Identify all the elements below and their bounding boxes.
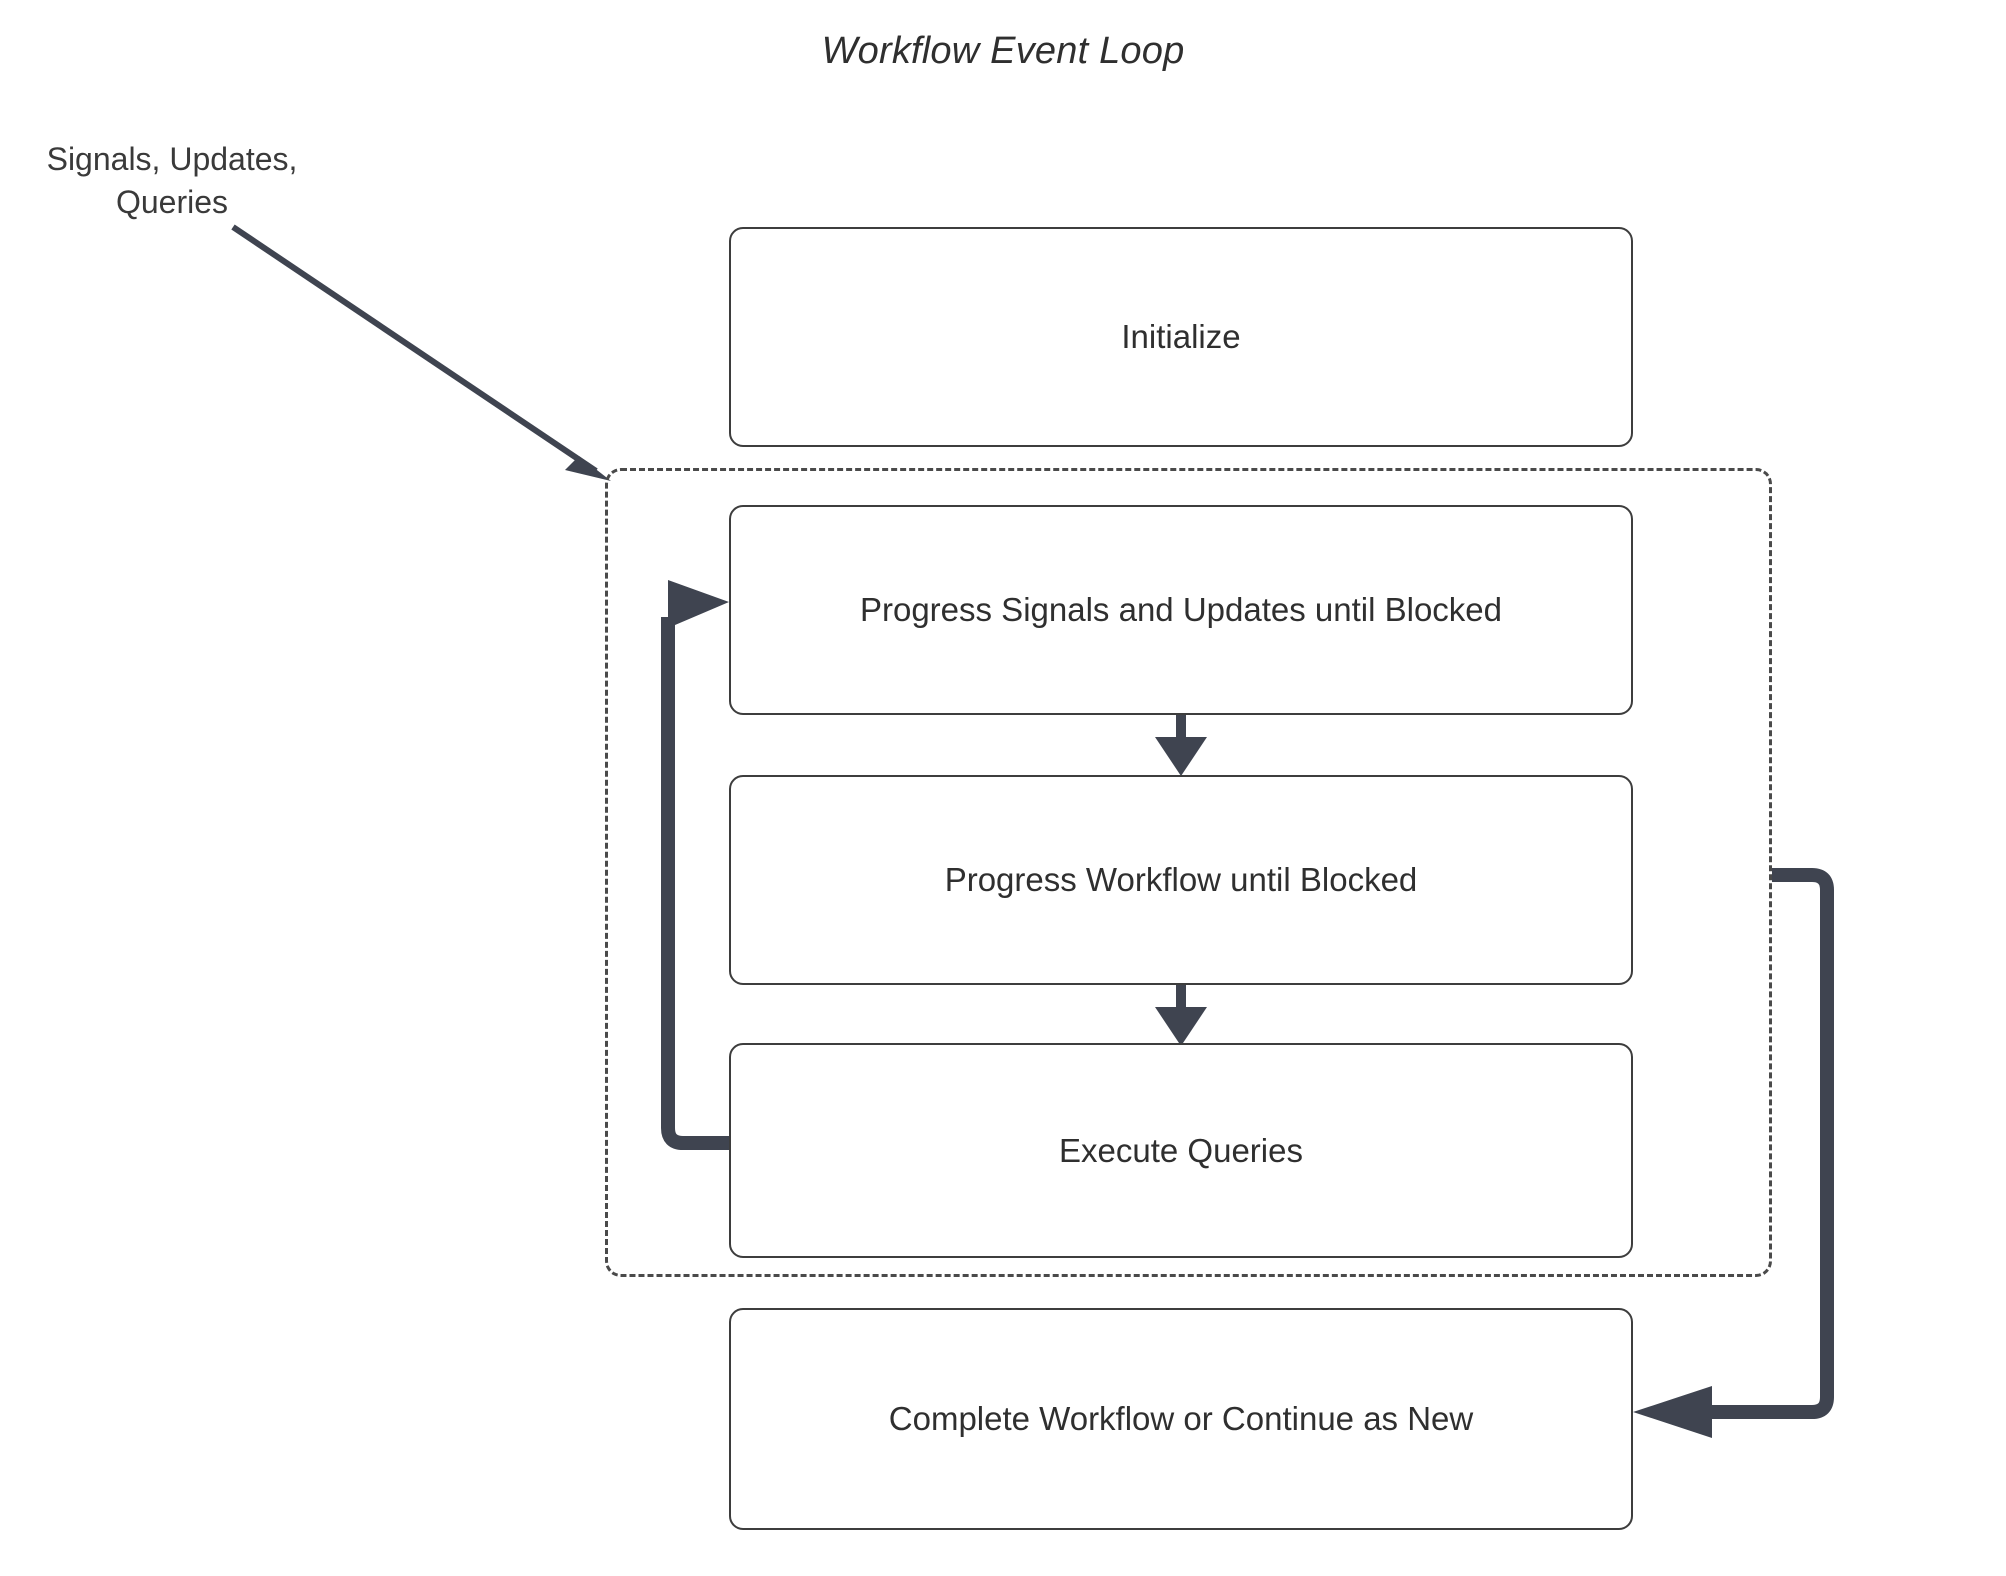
edge-input-to-loop bbox=[231, 224, 611, 481]
external-input-label: Signals, Updates, Queries bbox=[46, 141, 298, 220]
node-progress-signals-and-updates[interactable]: Progress Signals and Updates until Block… bbox=[729, 505, 1633, 715]
page-title: Workflow Event Loop bbox=[821, 30, 1185, 72]
loop-group-dashed-container bbox=[605, 468, 1772, 1277]
node-progress-workflow-label: Progress Workflow until Blocked bbox=[944, 861, 1418, 899]
node-execute-queries-label: Execute Queries bbox=[1059, 1131, 1303, 1169]
node-initialize-label: Initialize bbox=[1121, 318, 1241, 356]
node-complete-workflow-label: Complete Workflow or Continue as New bbox=[888, 1400, 1474, 1438]
node-initialize[interactable]: Initialize bbox=[729, 227, 1633, 447]
node-complete-workflow[interactable]: Complete Workflow or Continue as New bbox=[729, 1308, 1633, 1530]
node-progress-workflow[interactable]: Progress Workflow until Blocked bbox=[729, 775, 1633, 985]
node-progress-signals-label: Progress Signals and Updates until Block… bbox=[859, 591, 1503, 629]
node-execute-queries[interactable]: Execute Queries bbox=[729, 1043, 1633, 1258]
